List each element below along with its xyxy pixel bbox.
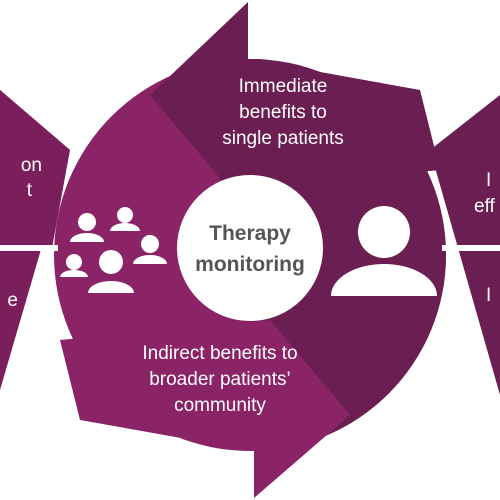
group-of-people-icon [60, 207, 167, 293]
right-panel-text-line3: I [486, 285, 492, 306]
immediate-benefits-label: Immediate benefits to single patients [222, 76, 344, 149]
left-panel-text-line3: e [7, 290, 18, 311]
indirect-benefits-label: Indirect benefits to broader patients’ c… [142, 343, 298, 416]
left-side-panel-lower [0, 90, 70, 248]
center-circle [177, 175, 323, 321]
left-panel-text-line2: t [26, 180, 32, 201]
right-panel-text-line1: I [486, 170, 492, 191]
top-dark-arrow [150, 2, 440, 190]
right-panel-text-line2: eff [474, 196, 495, 217]
left-panel-text-line1: on [20, 155, 42, 176]
bottom-light-arrow [60, 320, 350, 498]
therapy-monitoring-label: Therapy monitoring [195, 222, 305, 276]
single-person-icon [331, 206, 437, 296]
